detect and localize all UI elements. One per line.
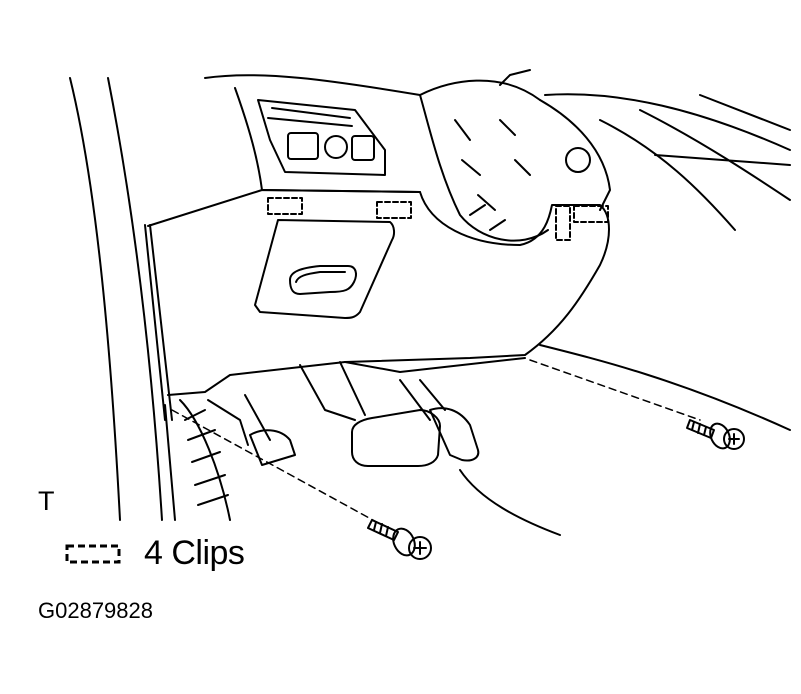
view-letter: T: [38, 486, 55, 516]
clip-symbol-icon: [65, 544, 121, 563]
steering-column: [419, 69, 611, 242]
clip-marker: [555, 205, 571, 241]
door-frame-lines: [69, 77, 173, 521]
clip-marker: [376, 201, 412, 219]
screw-icon: [686, 419, 745, 450]
clip-marker: [267, 197, 303, 215]
clip-locations: [267, 197, 609, 241]
figure-code: G02879828: [38, 598, 153, 623]
center-vent-switches: [257, 99, 386, 176]
lower-finish-panel: [147, 189, 610, 396]
clip-marker: [573, 205, 609, 223]
screw-leader-lines: [171, 359, 701, 526]
pedals: [244, 344, 791, 536]
screw-icon: [367, 519, 432, 560]
dashboard-upper: [204, 74, 791, 231]
kick-panel: [164, 399, 249, 521]
clip-legend: 4 Clips: [64, 534, 245, 573]
clip-legend-text: 4 Clips: [144, 534, 245, 572]
